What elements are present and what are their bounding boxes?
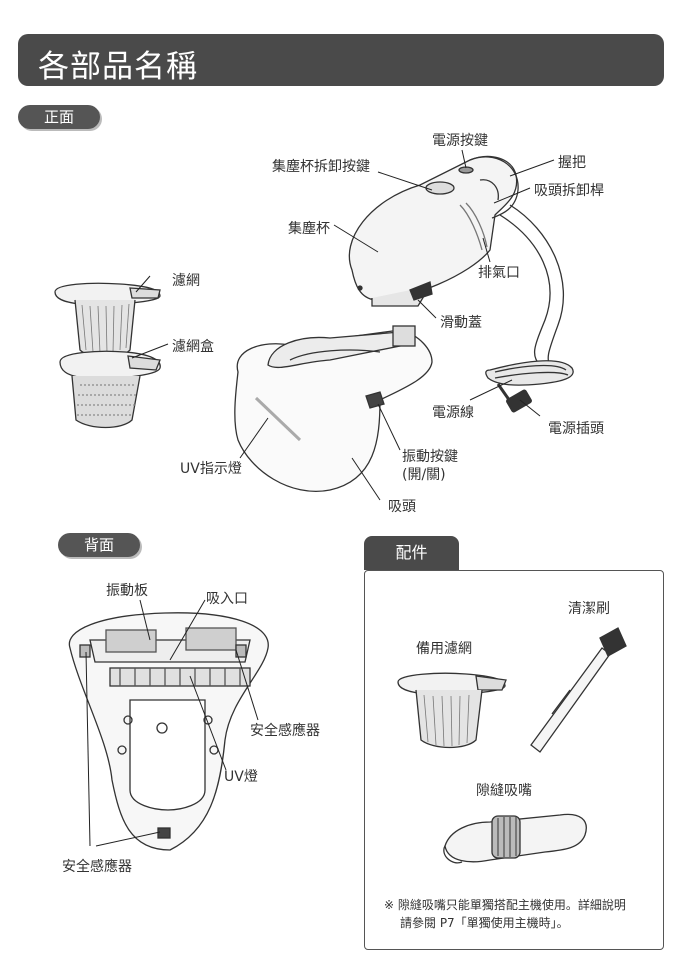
cleaning-brush-drawing [530, 627, 627, 753]
cradle-drawing [234, 325, 433, 492]
label-safety-sensor-bottom: 安全感應器 [62, 859, 132, 875]
label-uv-indicator: UV指示燈 [180, 461, 242, 477]
spare-filter-drawing [397, 672, 507, 749]
leader-lines [85, 149, 555, 847]
label-nozzle: 吸頭 [388, 499, 416, 515]
label-vibration-button: 振動按鍵 [402, 449, 458, 465]
accessory-note-line1: ※ 隙縫吸嘴只能單獨搭配主機使用。詳細說明 [384, 898, 626, 912]
underside-drawing [68, 612, 269, 851]
label-crevice-nozzle: 隙縫吸嘴 [476, 783, 532, 799]
filter-case-drawing [59, 350, 161, 429]
filter-drawing [54, 282, 161, 359]
accessories-box [364, 570, 664, 950]
power-cord-drawing [485, 204, 574, 413]
label-power-button: 電源按鍵 [432, 133, 488, 149]
label-plug: 電源插頭 [548, 421, 604, 437]
section-back-badge: 背面 [58, 533, 140, 557]
label-nozzle-release-lever: 吸頭拆卸桿 [534, 183, 604, 199]
label-power-cord: 電源線 [432, 405, 474, 421]
label-safety-sensor-right: 安全感應器 [250, 723, 320, 739]
label-filter: 濾網 [172, 273, 200, 289]
label-filter-case: 濾網盒 [172, 339, 214, 355]
handheld-unit-drawing [348, 155, 519, 307]
page-title-bar: 各部品名稱 [18, 34, 664, 86]
label-dust-cup-release: 集塵杯拆卸按鍵 [272, 159, 370, 175]
label-dust-cup: 集塵杯 [288, 221, 330, 237]
section-accessories-tab: 配件 [364, 536, 459, 570]
label-spare-filter: 備用濾網 [416, 641, 472, 657]
page-title: 各部品名稱 [38, 49, 198, 85]
label-uv-lamp: UV燈 [224, 769, 258, 785]
crevice-nozzle-drawing [443, 813, 587, 864]
section-front-badge: 正面 [18, 105, 100, 129]
label-handle: 握把 [558, 155, 586, 171]
label-exhaust: 排氣口 [478, 265, 520, 281]
label-slide-cover: 滑動蓋 [440, 315, 482, 331]
label-cleaning-brush: 清潔刷 [568, 601, 610, 617]
label-suction-port: 吸入口 [206, 591, 248, 607]
label-vibration-button-onoff: (開/關) [402, 467, 446, 483]
accessory-note-line2: 請參閱 P7「單獨使用主機時」。 [400, 916, 569, 930]
label-vibration-plate: 振動板 [106, 583, 148, 599]
